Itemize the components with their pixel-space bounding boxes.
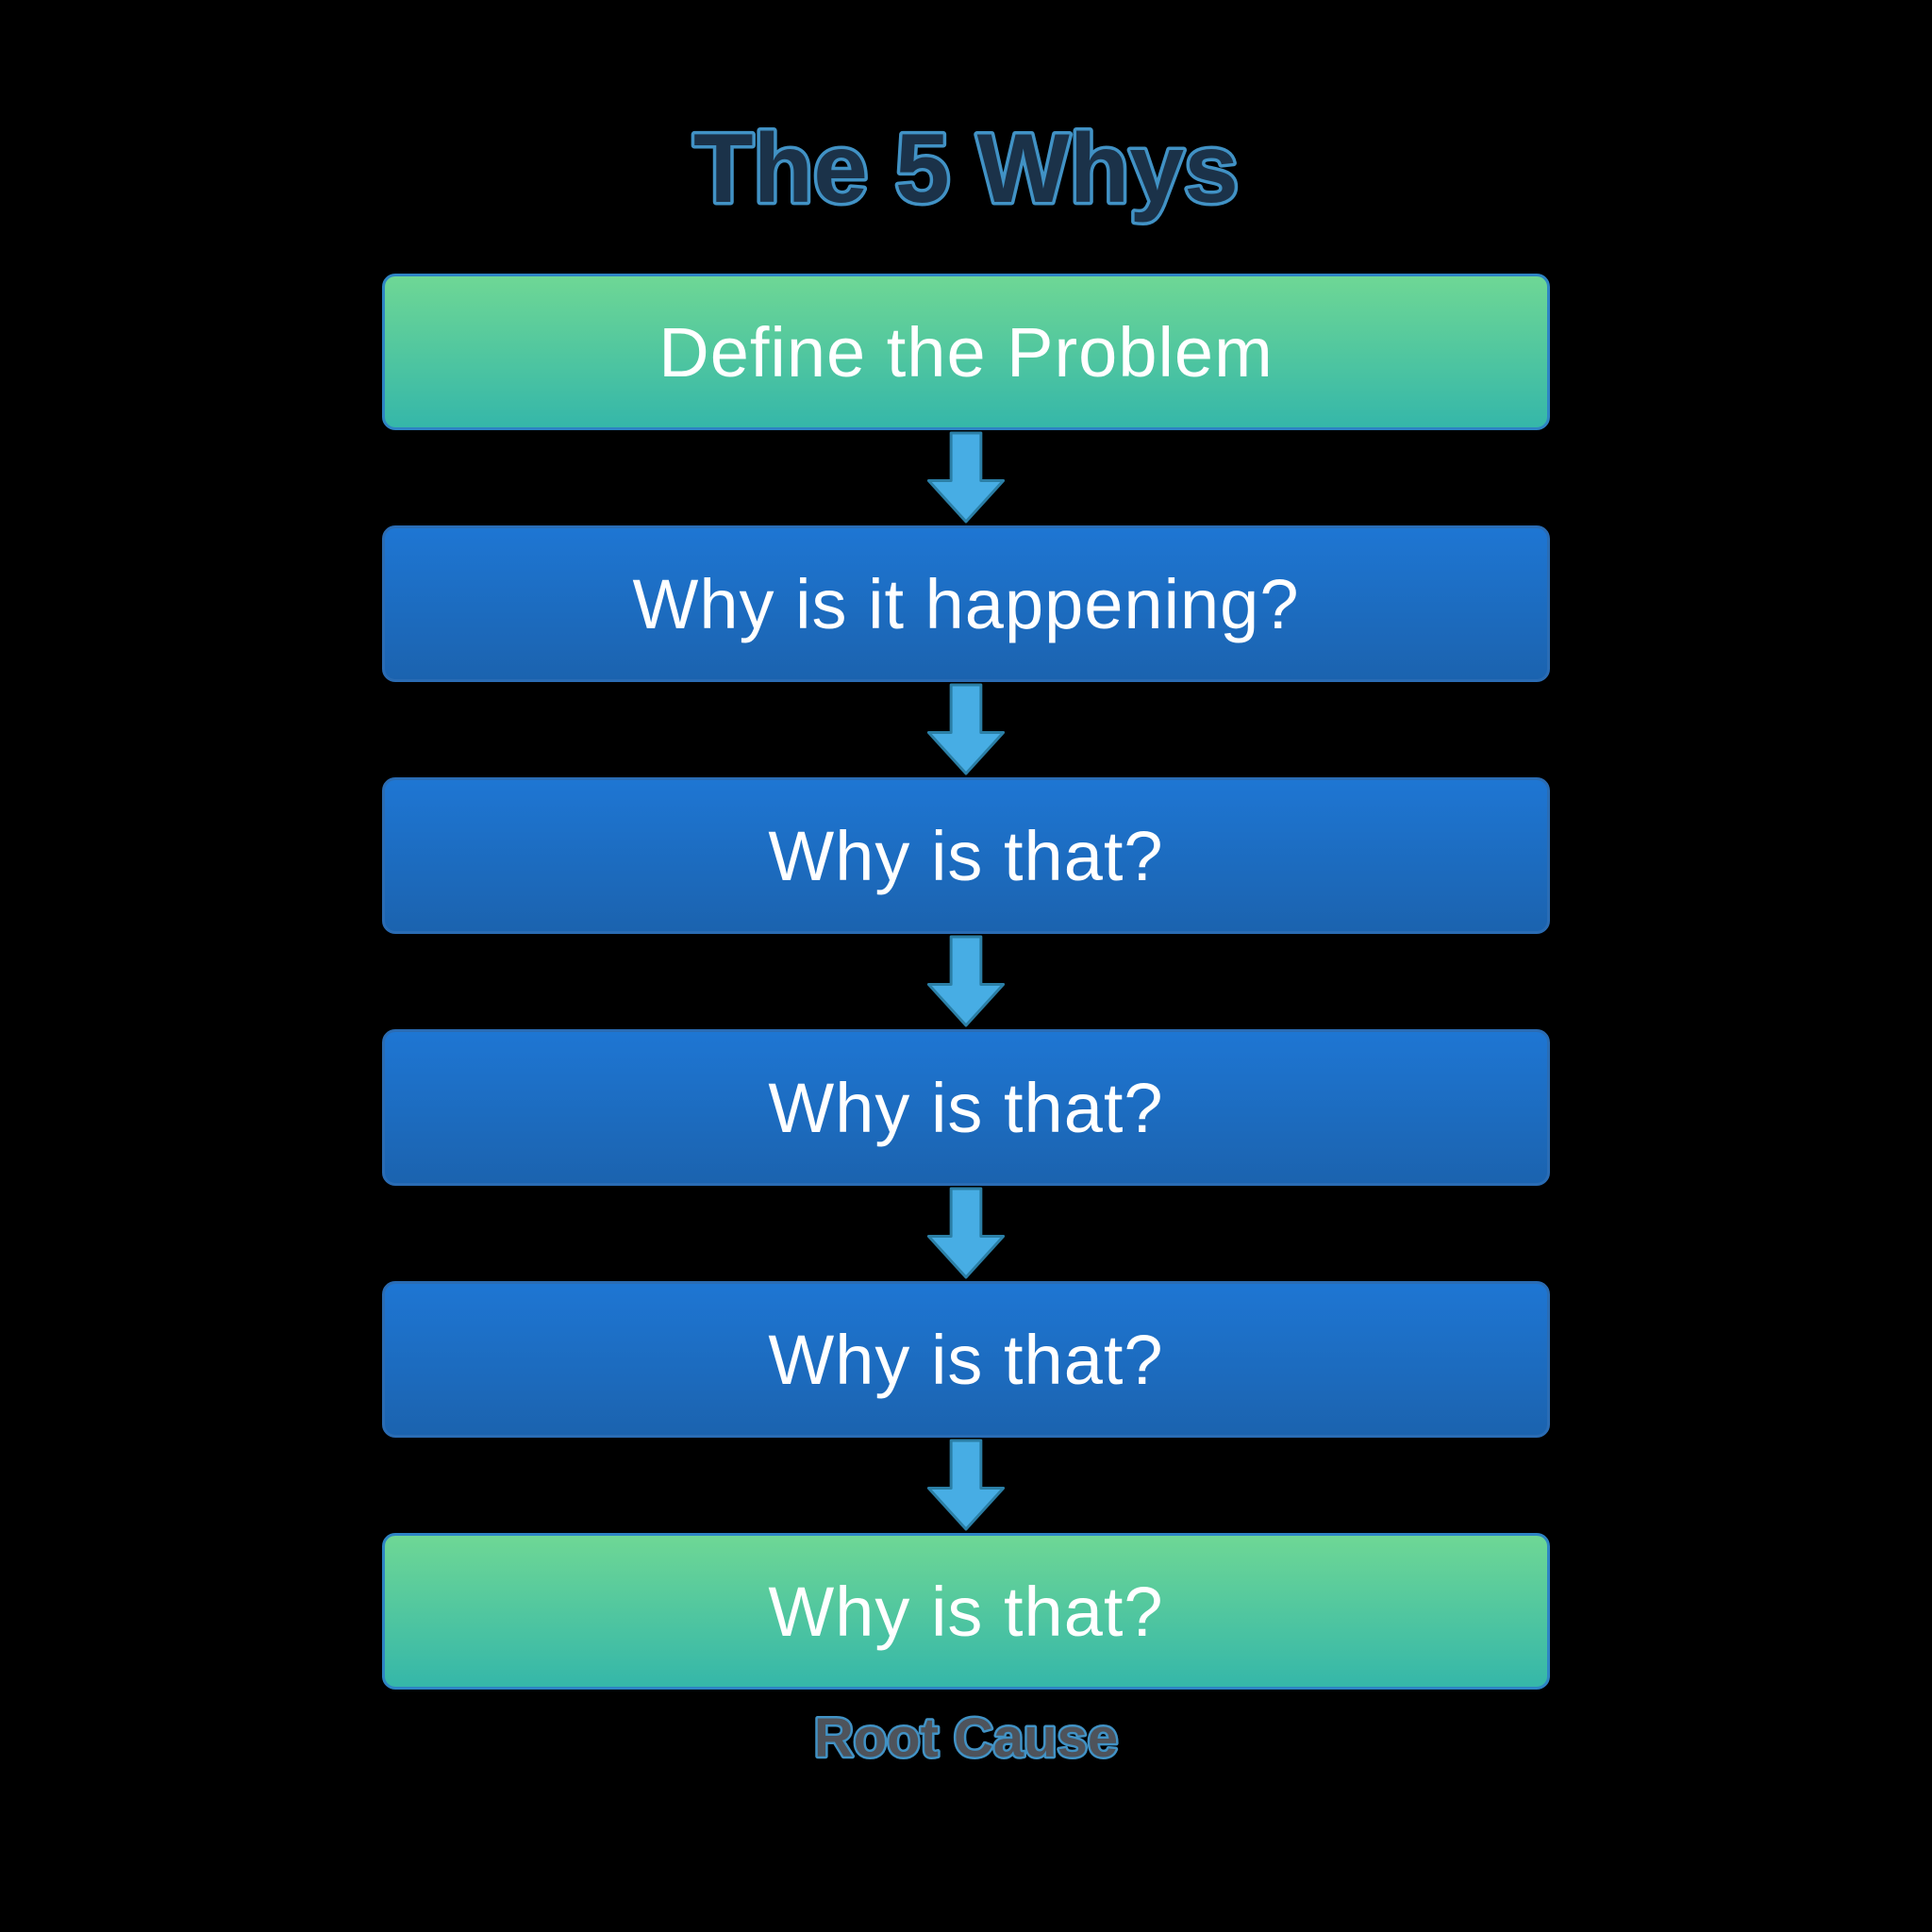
arrow-connector-1 [382,430,1550,525]
flow-step-label: Why is that? [768,816,1164,895]
flow-step-why-3: Why is that? [382,1029,1550,1186]
flow-step-why-2: Why is that? [382,777,1550,934]
flow-step-label: Why is that? [768,1068,1164,1147]
root-cause-label: Root Cause [814,1707,1118,1769]
flow-step-root-cause-why: Why is that? [382,1533,1550,1690]
flow-step-label: Why is that? [768,1572,1164,1651]
down-arrow-icon [926,431,1006,524]
down-arrow-icon [926,683,1006,775]
down-arrow-icon [926,1439,1006,1531]
flow-step-why-4: Why is that? [382,1281,1550,1438]
arrow-connector-2 [382,682,1550,777]
flow-step-label: Define the Problem [658,312,1274,391]
flow-column: Define the Problem Why is it happening? … [382,274,1550,1690]
arrow-connector-3 [382,934,1550,1029]
diagram-title: The 5 Whys [691,111,1242,227]
flow-step-label: Why is it happening? [632,564,1300,643]
flow-step-label: Why is that? [768,1320,1164,1399]
flow-step-define-problem: Define the Problem [382,274,1550,430]
arrow-connector-5 [382,1438,1550,1533]
page-title: The 5 Whys [693,114,1239,224]
flow-step-why-happening: Why is it happening? [382,525,1550,682]
down-arrow-icon [926,1187,1006,1279]
root-cause-caption: Root Cause [811,1706,1120,1772]
down-arrow-icon [926,935,1006,1027]
arrow-connector-4 [382,1186,1550,1281]
